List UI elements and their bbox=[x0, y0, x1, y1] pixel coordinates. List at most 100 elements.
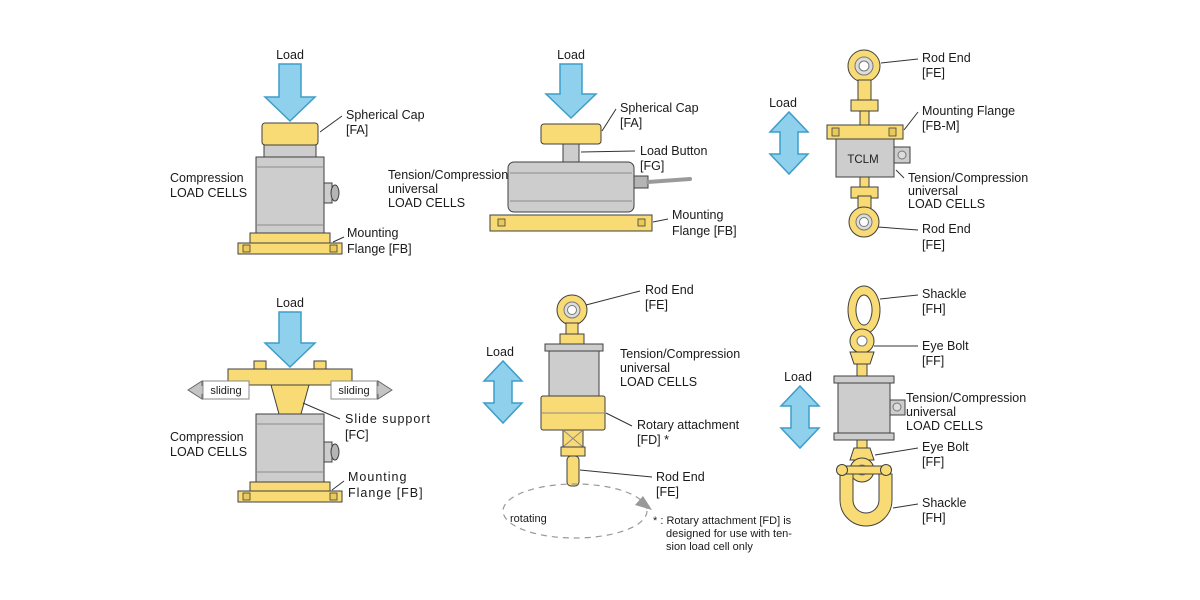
rotation-path-ellipse bbox=[502, 483, 648, 539]
rod-end-top-code: [FE] bbox=[922, 66, 945, 80]
body-flange-shape bbox=[833, 432, 895, 441]
eye-bolt-shoulder-shape bbox=[849, 351, 875, 365]
rod-end-stem-shape bbox=[566, 455, 580, 487]
leader-line bbox=[880, 58, 919, 64]
sliding-left-label: sliding bbox=[210, 385, 241, 397]
shackle-top-label: Shackle bbox=[922, 287, 967, 301]
rod-end-hole-shape bbox=[859, 217, 869, 227]
leader-line bbox=[892, 503, 919, 509]
rod-end-top-code: [FE] bbox=[645, 298, 668, 312]
figure-compression-slide: Load sliding sliding Slide support [FC] … bbox=[170, 296, 431, 503]
cell-type-label: Tension/Compression bbox=[908, 171, 1028, 185]
cell-type-label: Tension/Compression bbox=[906, 391, 1026, 405]
connector-tip-shape bbox=[330, 443, 340, 461]
shackle-bottom-label: Shackle bbox=[922, 496, 967, 510]
plate-tab-shape bbox=[313, 360, 327, 370]
mounting-flange-label: Mounting Flange bbox=[922, 104, 1015, 118]
hex-nut-shape bbox=[560, 446, 586, 457]
body-flange-shape bbox=[544, 343, 604, 352]
load-label: Load bbox=[557, 48, 585, 62]
spherical-cap-shape bbox=[261, 122, 319, 146]
load-arrow-down-icon bbox=[263, 311, 317, 369]
cell-type-label: LOAD CELLS bbox=[620, 375, 697, 389]
footnote-line: sion load cell only bbox=[666, 541, 753, 553]
rotary-attachment-code: [FD] * bbox=[637, 433, 669, 447]
rod-end-bottom-label: Rod End bbox=[656, 470, 705, 484]
load-button-code: [FG] bbox=[640, 159, 664, 173]
rod-end-bottom-code: [FE] bbox=[922, 238, 945, 252]
load-arrow-updown-icon bbox=[768, 110, 810, 176]
spherical-cap-code: [FA] bbox=[346, 123, 368, 137]
flange-base-shape bbox=[237, 242, 343, 255]
threaded-stem-shape bbox=[859, 110, 870, 126]
cell-type-label: universal bbox=[620, 361, 670, 375]
leader-line bbox=[580, 150, 636, 153]
spherical-cap-label: Spherical Cap bbox=[620, 101, 699, 115]
connector-shape bbox=[633, 175, 649, 189]
plate-tab-shape bbox=[253, 360, 267, 370]
body-flange-shape bbox=[833, 375, 895, 384]
cell-type-label: universal bbox=[908, 184, 958, 198]
cell-type-label: universal bbox=[906, 405, 956, 419]
load-label: Load bbox=[276, 296, 304, 310]
mounting-flange-code: Flange [FB] bbox=[672, 224, 737, 238]
hex-nut-shape bbox=[559, 333, 585, 345]
slide-support-code: [FC] bbox=[345, 428, 369, 442]
slide-support-label: Slide support bbox=[345, 412, 431, 426]
flange-bolt bbox=[637, 218, 646, 227]
leader-line bbox=[605, 412, 633, 427]
load-cell-body-shape bbox=[255, 156, 325, 234]
body-model-label: TCLM bbox=[847, 154, 878, 166]
load-label: Load bbox=[769, 96, 797, 110]
load-button-label: Load Button bbox=[640, 144, 707, 158]
spherical-cap-shape bbox=[540, 123, 602, 145]
cell-type-label: LOAD CELLS bbox=[388, 196, 465, 210]
eye-bolt-top-label: Eye Bolt bbox=[922, 339, 969, 353]
load-label: Load bbox=[486, 345, 514, 359]
cell-neck-shape bbox=[263, 144, 317, 158]
footnote-line: * : Rotary attachment [FD] is bbox=[653, 515, 792, 527]
mounting-flange-label: Mounting bbox=[672, 208, 723, 222]
leader-line bbox=[302, 402, 341, 420]
leader-line bbox=[877, 226, 919, 231]
shackle-bottom-bow-shape bbox=[839, 473, 893, 527]
spherical-cap-label: Spherical Cap bbox=[346, 108, 425, 122]
leader-line bbox=[579, 469, 653, 478]
footnote-line: designed for use with ten- bbox=[666, 528, 792, 540]
eye-bolt-stud-shape bbox=[856, 363, 868, 377]
shackle-top-shape bbox=[847, 285, 881, 335]
rod-end-hole-shape bbox=[858, 60, 870, 72]
rod-end-stem-shape bbox=[857, 79, 872, 103]
cell-type-label: LOAD CELLS bbox=[906, 419, 983, 433]
leader-line bbox=[585, 290, 641, 306]
shackle-top-code: [FH] bbox=[922, 302, 946, 316]
hex-nut-shape bbox=[850, 99, 879, 112]
flange-bolt bbox=[497, 218, 506, 227]
eye-bolt-top-code: [FF] bbox=[922, 354, 944, 368]
cell-type-label: Tension/Compression bbox=[388, 168, 508, 182]
figure-tclm-tension: Rod End [FE] Load Mounting Flange [FB-M]… bbox=[768, 49, 1028, 252]
load-cell-body-shape bbox=[507, 161, 635, 213]
flange-bolt bbox=[242, 492, 251, 501]
cell-type-label: Compression bbox=[170, 171, 244, 185]
flange-bolt bbox=[329, 244, 338, 253]
flange-bolt bbox=[329, 492, 338, 501]
load-arrow-down-icon bbox=[544, 63, 598, 120]
load-arrow-down-icon bbox=[263, 63, 317, 123]
leader-line bbox=[652, 218, 669, 223]
rotating-label: rotating bbox=[510, 513, 547, 525]
flange-bolt bbox=[888, 127, 897, 137]
sliding-right-box bbox=[330, 380, 378, 400]
load-arrow-updown-icon bbox=[779, 384, 821, 450]
load-cell-body-shape bbox=[548, 350, 600, 397]
leader-line bbox=[332, 236, 345, 243]
leader-line bbox=[895, 169, 905, 179]
rod-end-top-label: Rod End bbox=[645, 283, 694, 297]
rod-end-bottom-code: [FE] bbox=[656, 485, 679, 499]
eye-bolt-bottom-code: [FF] bbox=[922, 455, 944, 469]
flange-base-shape bbox=[237, 490, 343, 503]
leader-line bbox=[601, 108, 617, 132]
rotary-attachment-label: Rotary attachment bbox=[637, 418, 740, 432]
spherical-cap-code: [FA] bbox=[620, 116, 642, 130]
